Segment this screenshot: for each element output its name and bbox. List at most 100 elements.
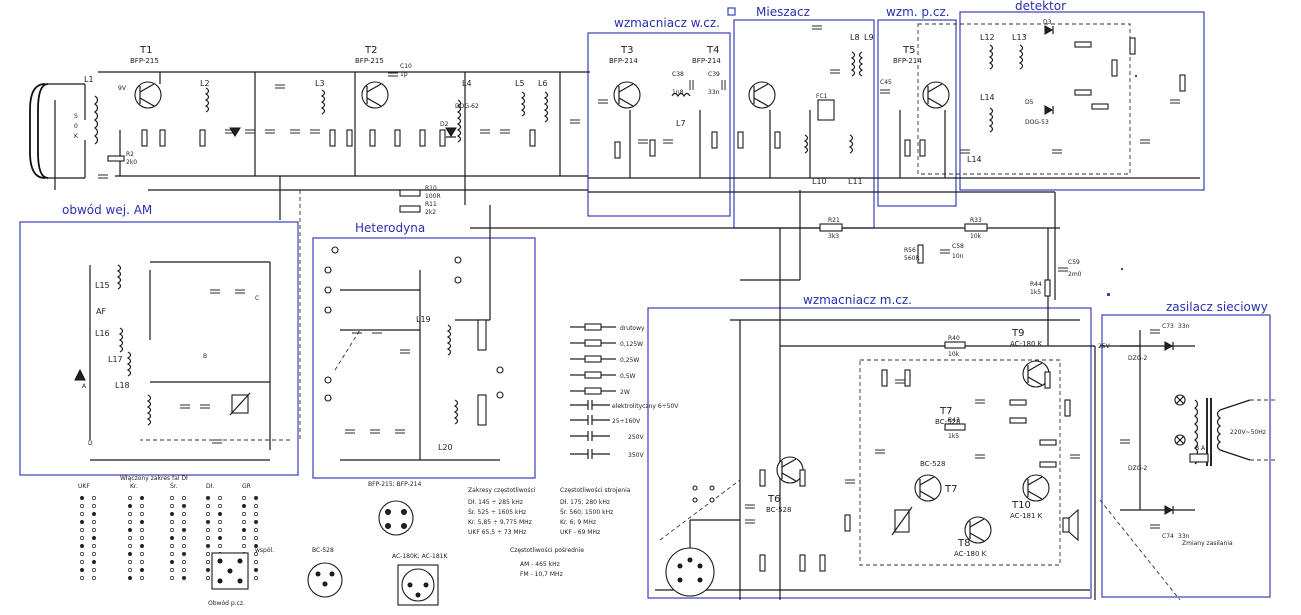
band-gr: GR [242, 483, 251, 490]
t3-type: BFP-214 [609, 57, 638, 65]
label-l20: L20 [438, 443, 453, 452]
band-table-header: Włączony zakres fal Dł [120, 475, 188, 482]
switch-contact [254, 512, 258, 516]
t2-name: T2 [364, 45, 377, 56]
switch-contact [140, 544, 144, 548]
label-l8: L8 [850, 33, 860, 42]
af-amp-title: wzmacniacz m.cz. [803, 293, 912, 307]
oscillator-title: Heterodyna [355, 221, 425, 235]
switch-contact [170, 512, 174, 516]
switch-contact [170, 560, 174, 564]
switch-contact [254, 568, 258, 572]
power-supply: DZG-2 DZG-2 C73 C74 33n 33n B A 220V~50H… [1098, 323, 1275, 601]
r2-value: 2k0 [126, 159, 137, 166]
fuse-label: B A [1195, 445, 1206, 452]
legend-wire: drutowy [620, 325, 645, 332]
switch-contact [128, 512, 132, 516]
label-l1: L1 [84, 75, 94, 84]
c73-value: 33n [1178, 323, 1190, 330]
switch-contact [140, 528, 144, 532]
dz7-label: DZG-2 [1128, 465, 1148, 472]
band-kr: Kr. [130, 483, 138, 490]
switch-contact [92, 552, 96, 556]
tune-line-kr: Kr. 6; 9 MHz [560, 519, 596, 526]
supply-filter: R21 3k3 R33 10k R56 560R C58 10n C59 2m0… [819, 217, 1082, 297]
switch-contact [80, 528, 84, 532]
c73-label: C73 [1162, 323, 1174, 330]
r44-value: 1k5 [1030, 289, 1041, 296]
dz6-label: DZG-2 [1128, 355, 1148, 362]
switch-contact [254, 576, 258, 580]
band-ukf: UKF [78, 483, 90, 490]
r33-label: R33 [970, 217, 982, 224]
t4-type: BFP-214 [692, 57, 721, 65]
switch-contact [128, 520, 132, 524]
r2-label: R2 [126, 151, 134, 158]
legend-350v: 350V [628, 452, 644, 459]
switch-contact [182, 560, 186, 564]
switch-contact [92, 568, 96, 572]
c58-label: C58 [952, 243, 964, 250]
switch-contact [170, 544, 174, 548]
pinout-if-circuit: Obwód p.cz. [208, 600, 245, 607]
switch-contact [218, 520, 222, 524]
switch-contact [128, 496, 132, 500]
r40-value: 10k [948, 351, 960, 358]
t9-type: AC-180 K [1010, 340, 1043, 348]
transistor-t4: T4 BFP-214 [692, 45, 776, 109]
label-l14: L14 [980, 93, 995, 102]
switch-contact [242, 512, 246, 516]
switch-contact [218, 496, 222, 500]
t7-type: BC-528 [935, 418, 960, 426]
switch-contact [206, 568, 210, 572]
t2-type: BFP-215 [355, 57, 384, 65]
switch-contact [206, 552, 210, 556]
r11-label: R11 [425, 201, 437, 208]
switch-contact [80, 560, 84, 564]
band-dl: Dł. [206, 483, 214, 490]
switch-contact [242, 496, 246, 500]
pinout-bc-title: BC-528 [312, 547, 334, 554]
switch-contact [92, 504, 96, 508]
switch-contact [92, 520, 96, 524]
switch-contact [92, 560, 96, 564]
switch-contact [182, 496, 186, 500]
legend-05w: 0,5W [620, 373, 636, 380]
t4-name: T4 [706, 45, 719, 56]
switch-contact [80, 536, 84, 540]
d5-value: DOG-53 [1025, 119, 1049, 126]
am-input-section: L15 AF L16 L17 L18 A B C D [74, 261, 271, 461]
c74-value: 33n [1178, 533, 1190, 540]
switch-contact [182, 576, 186, 580]
t8-name: T8 [957, 538, 970, 549]
label-l11: L11 [848, 177, 863, 186]
t7b-name: T7 [944, 484, 957, 495]
switch-contact [182, 504, 186, 508]
c59-value: 2m0 [1068, 271, 1082, 278]
am-input-title: obwód wej. AM [62, 203, 152, 217]
r11-value: 2k2 [425, 209, 436, 216]
switch-contact [170, 552, 174, 556]
d5-label: D5 [1025, 99, 1034, 106]
switch-contact [140, 568, 144, 572]
switch-contact [140, 536, 144, 540]
d3-label: D3 [1043, 19, 1052, 26]
switch-contact [254, 552, 258, 556]
label-l19: L19 [416, 315, 431, 324]
am-switch-a: A [82, 383, 87, 390]
coil-l1: L1 S 0 K [74, 75, 99, 145]
tune-line-ukf: UKF - 69 MHz [560, 529, 600, 536]
switch-contact [254, 520, 258, 524]
switch-contact [128, 536, 132, 540]
t1-type: BFP-215 [130, 57, 159, 65]
switch-contact [92, 496, 96, 500]
c45-label: C45 [880, 79, 892, 86]
d2-label: D2 [440, 121, 449, 128]
transistor-t3: T3 BFP-214 [609, 45, 641, 109]
switch-contact [170, 504, 174, 508]
switch-contact [242, 544, 246, 548]
switch-contact [140, 512, 144, 516]
switch-contact [128, 576, 132, 580]
label-l4: L4 [462, 79, 472, 88]
switch-contact [92, 576, 96, 580]
